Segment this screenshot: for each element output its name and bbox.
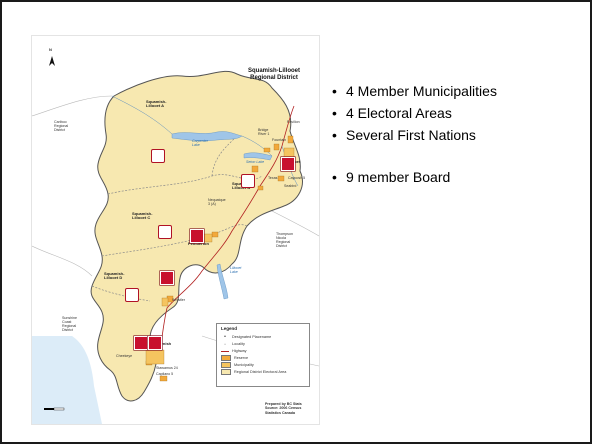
- label-pemberton: Pemberton: [188, 241, 209, 246]
- map-title-line1: Squamish-Lillooet: [247, 68, 300, 74]
- north-arrow-icon: [49, 56, 55, 66]
- marker-municipality-pemberton[interactable]: [190, 229, 204, 243]
- neighbour-boundaries: [32, 95, 319, 367]
- marker-electoral-area-a[interactable]: [151, 149, 165, 163]
- label-sunshine: Sunshine Coast Regional District: [62, 316, 77, 332]
- label-seton-lake: Seton Lake: [246, 160, 265, 164]
- coastal-water: [32, 336, 102, 424]
- highway-line-icon: [221, 350, 229, 352]
- label-fountain: Fountain: [272, 138, 286, 142]
- scale-bar: [44, 407, 65, 411]
- legend-row-reserve: Reserve: [221, 355, 248, 361]
- label-seabird: Seabird: [284, 184, 297, 188]
- label-cariboo: Cariboo Regional District: [54, 120, 69, 132]
- label-nequatque: Nequatque 3 (A): [208, 198, 226, 206]
- label-pavilion: Pavilion: [287, 120, 300, 124]
- marker-municipality-squamish-1[interactable]: [134, 336, 148, 350]
- label-lillooet-lake: Lillooet Lake: [230, 266, 242, 274]
- highway: [159, 105, 295, 355]
- map-title-line2: Regional District: [250, 75, 298, 81]
- map-title: Squamish-Lillooet Regional District: [232, 68, 316, 82]
- label-area-a: Squamish- Lillooet A: [146, 99, 167, 108]
- carpenter-lake: [171, 131, 243, 142]
- regional-district-map: Squamish-Lillooet Regional District N Ca…: [32, 36, 319, 424]
- bullet-municipalities: 4 Member Municipalities: [332, 80, 497, 102]
- electoral-area-swatch: [221, 369, 231, 375]
- label-area-d: Squamish- Lillooet D: [104, 271, 125, 280]
- marker-electoral-area-d[interactable]: [125, 288, 139, 302]
- label-carpenter-lake: Carpenter Lake: [192, 139, 208, 147]
- lillooet-lake: [216, 263, 229, 300]
- label-thompson: Thompson Nicola Regional District: [276, 232, 293, 248]
- map-credit: Prepared by BC Stats Source: 2006 Census…: [265, 402, 302, 415]
- label-area-c: Squamish- Lillooet C: [132, 211, 153, 220]
- marker-electoral-area-c[interactable]: [158, 225, 172, 239]
- legend-row-placename: •Designated Placename: [221, 334, 271, 340]
- marker-electoral-area-b[interactable]: [241, 174, 255, 188]
- reserve-swatch: [221, 355, 231, 361]
- legend-row-locality: •Locality: [221, 341, 244, 347]
- bullet-board: 9 member Board: [332, 166, 497, 188]
- legend-row-highway: Highway: [221, 348, 247, 354]
- label-bridge: Bridge River 1: [258, 128, 270, 136]
- bullet-list: 4 Member Municipalities 4 Electoral Area…: [332, 80, 497, 188]
- marker-municipality-squamish-2[interactable]: [148, 336, 162, 350]
- legend-row-municipality: Municipality: [221, 362, 254, 368]
- marker-municipality-lillooet[interactable]: [281, 157, 295, 171]
- bullet-first-nations: Several First Nations: [332, 124, 497, 146]
- label-capilano: Capilano 5: [156, 372, 174, 376]
- locality-dot-icon: •: [224, 342, 226, 346]
- label-stawamus: Stawamus 24: [156, 366, 178, 370]
- label-texas: Texas: [268, 176, 278, 180]
- label-whistler: Whistler: [172, 298, 185, 302]
- north-label: N: [49, 47, 52, 52]
- bullet-electoral-areas: 4 Electoral Areas: [332, 102, 497, 124]
- label-chekamus: Cheekeye: [116, 354, 133, 358]
- marker-municipality-whistler[interactable]: [160, 271, 174, 285]
- label-cayoosh: Cayoosh 5: [288, 176, 306, 180]
- placename-dot-icon: •: [224, 334, 226, 340]
- seton-lake: [243, 152, 273, 161]
- map-legend: Legend •Designated Placename •Locality H…: [216, 323, 310, 387]
- municipality-swatch: [221, 362, 231, 368]
- municipality-patches: [145, 147, 295, 365]
- legend-title: Legend: [221, 326, 238, 331]
- legend-row-electoral: Regional District Electoral Area: [221, 369, 286, 375]
